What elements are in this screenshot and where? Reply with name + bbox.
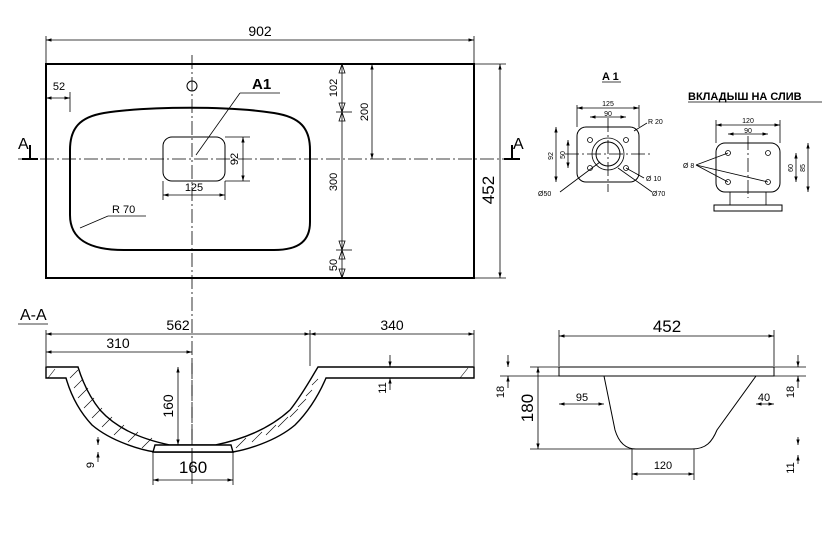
side-front-offset: 95 [576, 392, 588, 404]
dim-deck-thickness: 11 [377, 382, 389, 393]
a1-inner-height: 50 [560, 151, 567, 159]
section-body [45, 366, 475, 453]
insert-inner-width: 90 [744, 128, 752, 135]
a1-hole-outer: Ø70 [652, 191, 665, 198]
dim-drain-size: 160 [179, 458, 207, 477]
insert-inner-height: 60 [788, 164, 795, 172]
dim-right-ledge: 340 [380, 317, 404, 333]
a1-inner-width: 90 [604, 111, 612, 118]
section-aa-title: A-A [20, 307, 47, 324]
detail-a1-title: A 1 [602, 71, 619, 83]
a1-radius: R 20 [648, 119, 663, 126]
dim-corner-radius: R 70 [112, 204, 135, 216]
top-view: 902 52 102 300 50 200 452 92 125 [18, 23, 524, 470]
dim-hole-offset: 102 [328, 79, 340, 97]
bowl-outline [69, 106, 311, 251]
side-depth: 452 [653, 317, 681, 336]
dim-depth: 452 [479, 176, 498, 204]
insert-title: ВКЛАДЫШ НА СЛИВ [688, 91, 802, 103]
a1-outer-height: 92 [548, 152, 555, 160]
section-hatching [47, 367, 469, 449]
dim-drain-height: 92 [229, 153, 241, 165]
insert-outer-width: 120 [742, 118, 754, 125]
section-aa: A-A [18, 307, 475, 485]
dim-bowl-depth: 160 [160, 394, 176, 418]
insert-outer-height: 85 [800, 164, 807, 172]
dim-drain-width: 125 [185, 182, 203, 194]
section-mark-left: A [18, 136, 29, 153]
a1-outer-width: 125 [602, 101, 614, 108]
side-height: 180 [518, 394, 537, 422]
dim-total-to-axis: 562 [166, 317, 190, 333]
side-view: 452 180 18 95 40 18 11 120 [495, 317, 806, 480]
side-bottom-width: 120 [654, 460, 672, 472]
dim-bowl-length: 300 [328, 173, 340, 191]
dim-width: 902 [248, 23, 272, 39]
side-back-offset: 40 [758, 392, 770, 404]
callout-a1: A1 [252, 76, 271, 93]
section-mark-right: A [513, 136, 524, 153]
dim-left-offset: 52 [53, 81, 65, 93]
side-bowl [603, 375, 757, 450]
side-right-thickness: 18 [785, 386, 797, 398]
a1-hole-big: Ø50 [538, 191, 551, 198]
dim-drain-lip: 9 [85, 462, 97, 468]
insert-hole: Ø 8 [683, 163, 694, 170]
side-bottom-thickness: 11 [785, 462, 797, 473]
dim-front-margin: 50 [328, 259, 340, 271]
side-top-slab [558, 366, 775, 377]
dim-axis-offset: 200 [359, 103, 371, 121]
a1-hole-small: Ø 10 [646, 176, 661, 183]
drain-insert: ВКЛАДЫШ НА СЛИВ 120 90 60 85 Ø 8 [683, 91, 822, 212]
detail-a1: A 1 125 90 92 50 R 20 Ø50 Ø 10 Ø70 [538, 71, 665, 198]
insert-profile [713, 204, 783, 212]
dim-left-to-center: 310 [106, 335, 130, 351]
countertop-outline [45, 63, 475, 279]
side-top-thickness: 18 [495, 386, 507, 398]
